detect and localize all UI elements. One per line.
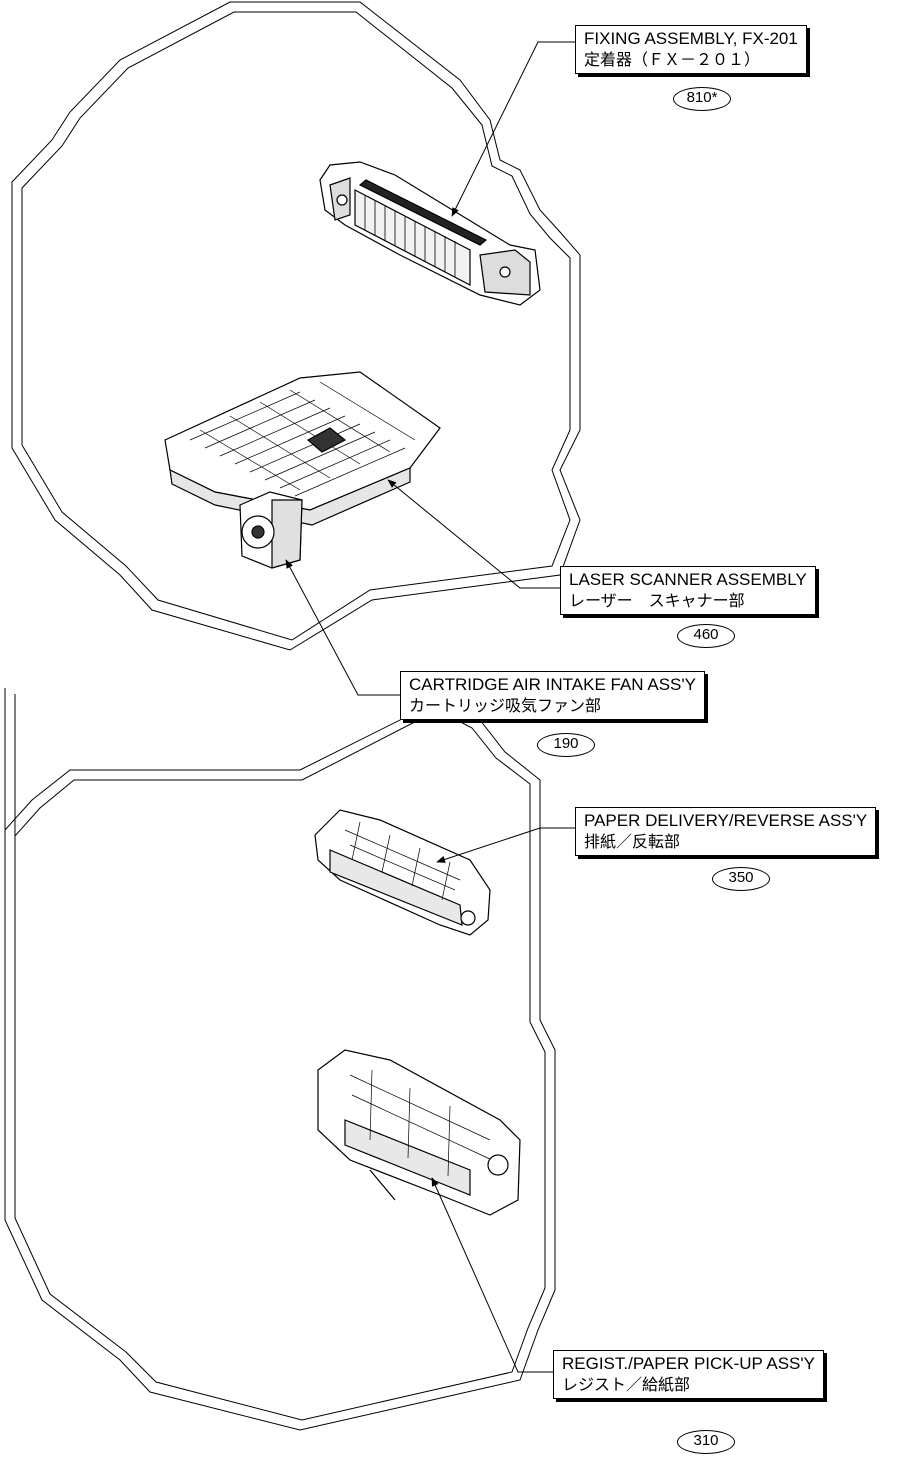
callout-jp-label: 排紙／反転部	[584, 832, 681, 851]
fixing-assembly-drawing	[319, 161, 541, 306]
paper-delivery-drawing	[314, 809, 491, 936]
callout-jp-label: カートリッジ吸気ファン部	[409, 696, 602, 715]
upper-housing-outline	[11, 1, 581, 651]
part-code-badge: 350	[712, 867, 770, 891]
callout-jp-label: 定着器（ＦＸ－２０１）	[584, 50, 761, 69]
part-code-badge: 810*	[673, 87, 731, 111]
leader-laser-scanner	[387, 479, 560, 589]
callout-en-label: CARTRIDGE AIR INTAKE FAN ASS'Y	[409, 675, 696, 694]
callout-en-label: REGIST./PAPER PICK-UP ASS'Y	[562, 1354, 815, 1373]
fan-assembly-drawing	[239, 491, 303, 569]
leader-fan	[285, 559, 400, 696]
paper-pickup-drawing	[317, 1049, 521, 1216]
callout-en-label: PAPER DELIVERY/REVERSE ASS'Y	[584, 811, 868, 830]
laser-scanner-drawing	[164, 371, 441, 526]
callout-en-label: FIXING ASSEMBLY, FX-201	[584, 29, 798, 48]
callout-paper-delivery: PAPER DELIVERY/REVERSE ASS'Y 排紙／反転部	[575, 807, 877, 856]
leader-fixing	[451, 41, 575, 217]
callout-laser-scanner: LASER SCANNER ASSEMBLY レーザー スキャナー部	[560, 566, 816, 615]
lower-housing-outline	[4, 688, 556, 1431]
leader-paper-delivery	[436, 827, 575, 863]
part-code-badge: 310	[677, 1430, 735, 1454]
callout-jp-label: レーザー スキャナー部	[569, 591, 745, 610]
callout-en-label: LASER SCANNER ASSEMBLY	[569, 570, 807, 589]
leader-lines	[285, 41, 575, 1373]
leader-paper-pickup	[431, 1177, 553, 1373]
callout-fixing-assembly: FIXING ASSEMBLY, FX-201 定着器（ＦＸ－２０１）	[575, 25, 807, 74]
callout-jp-label: レジスト／給紙部	[562, 1375, 691, 1394]
callout-paper-pickup: REGIST./PAPER PICK-UP ASS'Y レジスト／給紙部	[553, 1350, 824, 1399]
part-code-badge: 190	[537, 733, 595, 757]
callout-fan-assembly: CARTRIDGE AIR INTAKE FAN ASS'Y カートリッジ吸気フ…	[400, 671, 705, 720]
part-code-badge: 460	[677, 624, 735, 648]
